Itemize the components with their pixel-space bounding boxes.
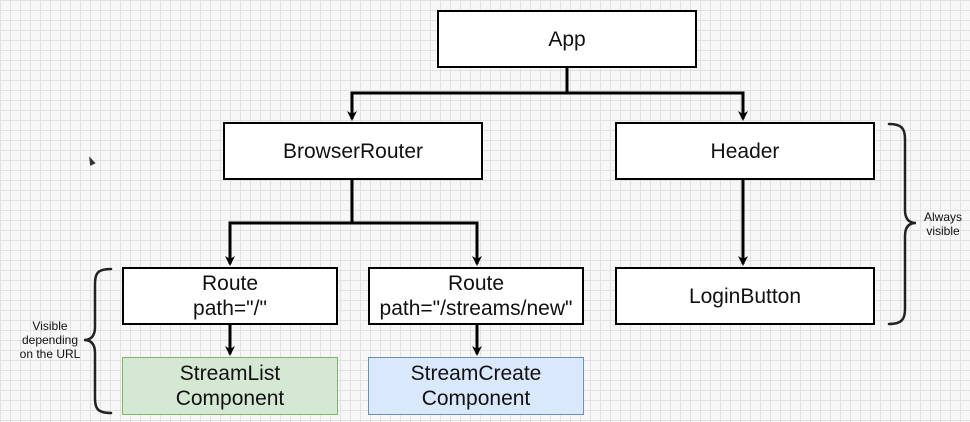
header-node: Header [615, 122, 875, 180]
edge-app-to-browserrouter [347, 91, 567, 121]
header-node-label: Header [710, 139, 780, 163]
stream-create-title: StreamCreate [410, 362, 542, 385]
stream-create-component-node: StreamCreate Component [368, 357, 584, 415]
note-right-line1: Always [923, 210, 962, 224]
route-root-title: Route [201, 272, 259, 295]
route-root-path: path="/" [193, 297, 267, 320]
stream-list-subtitle: Component [175, 387, 285, 410]
note-left-line1: Visible [32, 319, 68, 333]
stream-list-component-node: StreamList Component [122, 357, 338, 415]
app-node-label: App [548, 27, 586, 51]
route-streams-new-title: Route [447, 272, 505, 295]
edge-browserrouter-to-route2 [352, 221, 482, 266]
edge-browserrouter-to-route1 [225, 221, 352, 266]
left-brace [83, 267, 113, 415]
route-root-node: Route path="/" [122, 267, 338, 325]
edge-app-to-header [567, 91, 748, 121]
note-right-line2: visible [926, 224, 960, 238]
browser-router-node-label: BrowserRouter [282, 139, 424, 163]
stream-create-subtitle: Component [421, 387, 531, 410]
note-left-line3: on the URL [19, 347, 81, 361]
right-brace [887, 122, 917, 326]
always-visible-note: Always visible [916, 210, 970, 238]
note-left-line2: depending [21, 333, 79, 347]
app-node: App [437, 10, 697, 68]
stream-list-title: StreamList [179, 362, 281, 385]
login-button-node-label: LoginButton [688, 284, 802, 308]
browser-router-node: BrowserRouter [223, 122, 483, 180]
login-button-node: LoginButton [615, 267, 875, 325]
route-streams-new-node: Route path="/streams/new" [368, 267, 584, 325]
route-streams-new-path: path="/streams/new" [379, 297, 573, 320]
visible-depending-on-url-note: Visible depending on the URL [12, 319, 88, 361]
